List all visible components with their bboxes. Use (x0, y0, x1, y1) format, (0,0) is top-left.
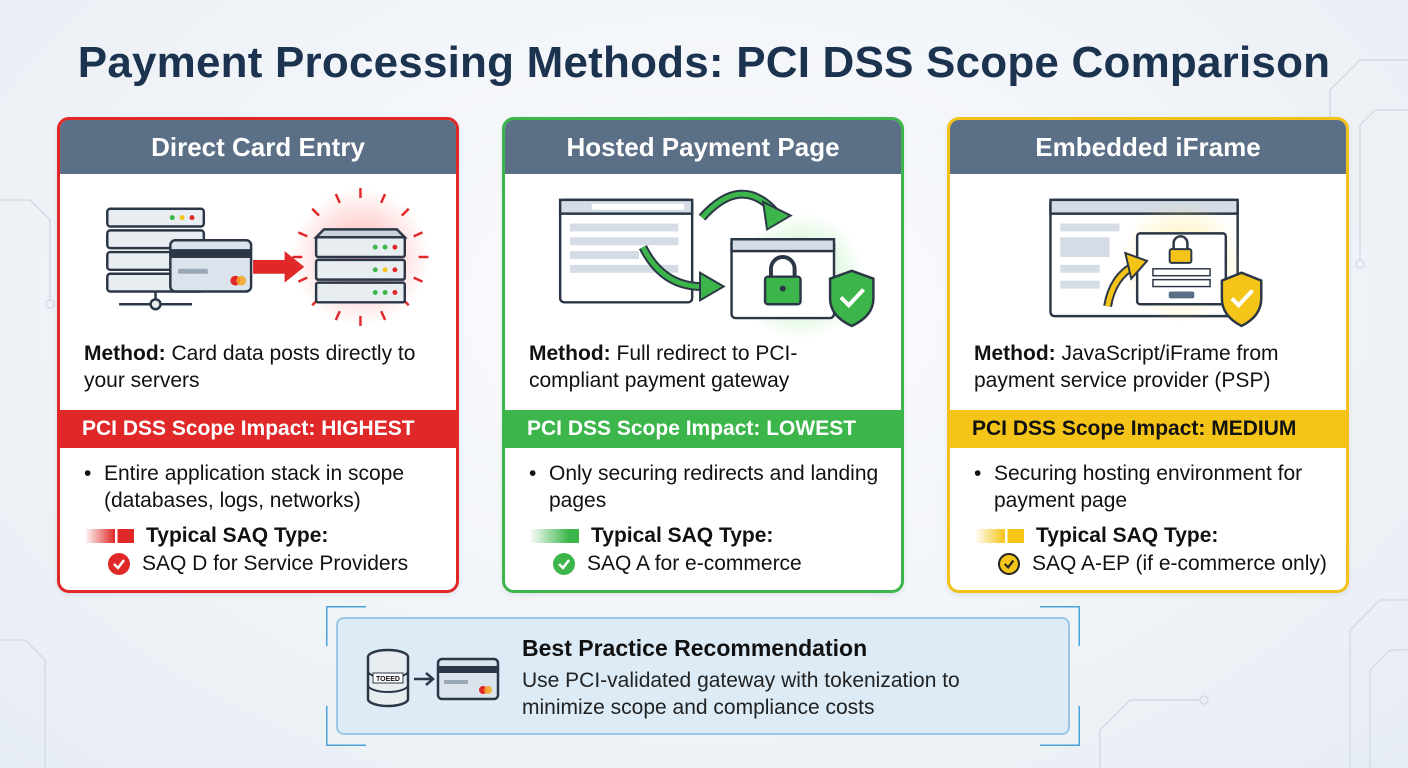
method-description: Method: JavaScript/iFrame from payment s… (974, 342, 1279, 392)
card-direct-card-entry: Direct Card Entry (57, 117, 459, 593)
credit-card-icon (169, 239, 253, 293)
saq-label: Typical SAQ Type: (86, 524, 328, 548)
saq-label: Typical SAQ Type: (531, 524, 773, 548)
scope-bullet: •Only securing redirects and landing pag… (529, 462, 879, 512)
redirect-arrow-icon (1103, 251, 1149, 308)
scope-impact-banner: PCI DSS Scope Impact: HIGHEST (60, 410, 456, 448)
shield-check-icon (1220, 271, 1263, 328)
saq-label: Typical SAQ Type: (976, 524, 1218, 548)
scope-level-bar (86, 529, 134, 543)
scope-level-bar (531, 529, 579, 543)
card-heading: Direct Card Entry (60, 120, 456, 174)
tokenization-illustration: TOEED (366, 648, 500, 708)
token-label: TOEED (376, 676, 400, 683)
credit-card-icon (436, 657, 500, 701)
browser-window-icon (558, 198, 694, 304)
recommendation-title: Best Practice Recommendation (522, 635, 868, 661)
scope-bullet: •Entire application stack in scope (data… (84, 462, 404, 512)
arrow-right-icon (414, 672, 435, 686)
direct-entry-illustration (106, 188, 430, 326)
card-embedded-iframe: Embedded iFrame (947, 117, 1349, 593)
card-heading: Hosted Payment Page (505, 120, 901, 174)
hosted-page-illustration (558, 189, 875, 337)
shield-check-icon (828, 269, 875, 328)
method-description: Method: Card data posts directly to your… (84, 342, 416, 392)
recommendation-box: TOEED Best Practice Recommendation Use P… (336, 617, 1070, 735)
alert-server-icon (291, 188, 430, 326)
card-heading: Embedded iFrame (950, 120, 1346, 174)
scope-impact-banner: PCI DSS Scope Impact: MEDIUM (950, 410, 1346, 448)
check-circle-icon (998, 553, 1020, 575)
card-hosted-payment-page: Hosted Payment Page (502, 117, 904, 593)
database-icon: TOEED (366, 648, 410, 708)
iframe-form-icon (1135, 232, 1228, 306)
padlock-icon (730, 238, 836, 320)
check-circle-icon (108, 553, 130, 575)
check-circle-icon (553, 553, 575, 575)
scope-impact-banner: PCI DSS Scope Impact: LOWEST (505, 410, 901, 448)
saq-value: SAQ A for e-commerce (553, 552, 802, 576)
page-title: Payment Processing Methods: PCI DSS Scop… (77, 38, 1331, 87)
iframe-illustration (1049, 198, 1263, 328)
saq-value: SAQ D for Service Providers (108, 552, 408, 576)
scope-bullet: •Securing hosting environment for paymen… (974, 462, 1303, 512)
saq-value: SAQ A-EP (if e-commerce only) (998, 552, 1327, 576)
method-description: Method: Full redirect to PCI-compliant p… (529, 342, 798, 392)
scope-level-bar (976, 529, 1024, 543)
recommendation-text: Use PCI-validated gateway with tokenizat… (522, 669, 960, 719)
